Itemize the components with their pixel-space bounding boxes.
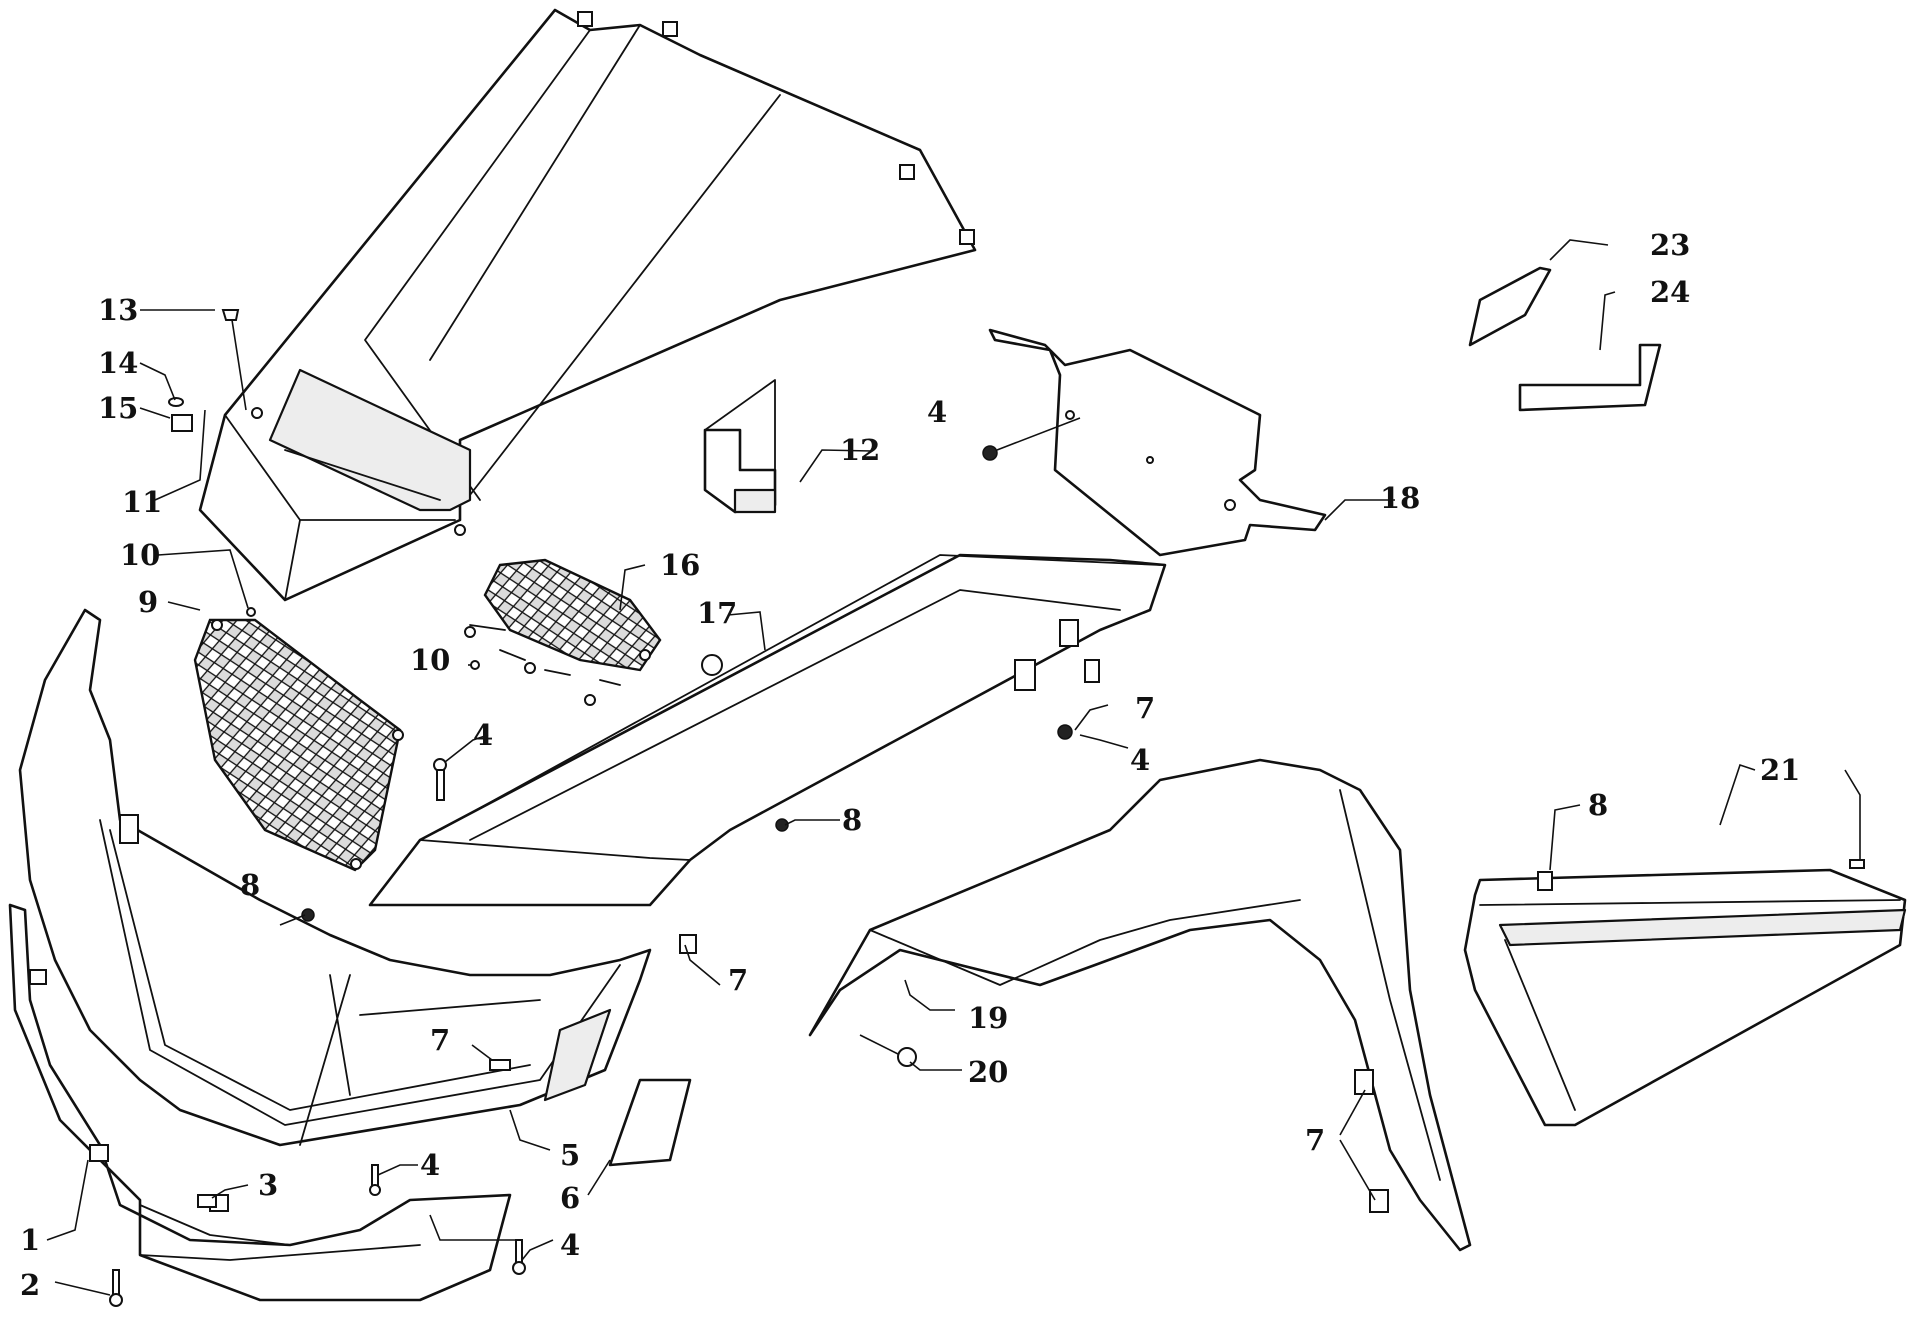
callout-17: 17 [697, 596, 737, 630]
callout-8c: 8 [240, 868, 260, 902]
leader-lines [46, 239, 1861, 1296]
callout-18: 18 [1380, 481, 1420, 515]
callout-9: 9 [138, 585, 158, 619]
decal-pieces [1468, 266, 1662, 412]
callout-7d: 7 [1305, 1123, 1325, 1157]
callout-16: 16 [660, 548, 700, 582]
hood-cover [198, 8, 977, 602]
callout-10: 10 [120, 538, 160, 572]
side-panel-piece [608, 1078, 692, 1167]
hardware [109, 309, 1865, 1307]
hood-bracket [703, 379, 777, 514]
callout-7b: 7 [728, 963, 748, 997]
callout-11: 11 [122, 485, 162, 519]
callout-15: 15 [98, 391, 138, 425]
callout-8b: 8 [1588, 788, 1608, 822]
callout-7a: 7 [1135, 691, 1155, 725]
callout-3: 3 [258, 1168, 278, 1202]
callout-10b: 10 [410, 643, 450, 677]
callout-8a: 8 [842, 803, 862, 837]
small-grille [464, 558, 662, 706]
callout-4b: 4 [473, 718, 493, 752]
callout-23: 23 [1650, 228, 1690, 262]
callout-19: 19 [968, 1001, 1008, 1035]
large-grille [193, 618, 404, 872]
callout-21: 21 [1760, 753, 1800, 787]
callout-14: 14 [98, 346, 138, 380]
callout-1: 1 [20, 1223, 40, 1257]
callout-13: 13 [98, 293, 138, 327]
callout-7c: 7 [430, 1023, 450, 1057]
callout-12: 12 [840, 433, 880, 467]
callout-2: 2 [20, 1268, 40, 1302]
callout-5: 5 [560, 1138, 580, 1172]
callout-labels: 13 14 15 11 10 9 10 16 17 12 4 18 23 24 … [20, 228, 1800, 1302]
callout-4c: 4 [1130, 743, 1150, 777]
callout-4d: 4 [420, 1148, 440, 1182]
callout-20: 20 [968, 1055, 1008, 1089]
side-panel-strip [368, 553, 1167, 907]
callout-4e: 4 [560, 1228, 580, 1262]
callout-4a: 4 [927, 395, 947, 429]
callout-6: 6 [560, 1181, 580, 1215]
side-box [1463, 868, 1907, 1127]
fender [808, 758, 1472, 1252]
mounting-plate [988, 328, 1327, 557]
callout-24: 24 [1650, 275, 1690, 309]
front-fascia [18, 608, 652, 1147]
